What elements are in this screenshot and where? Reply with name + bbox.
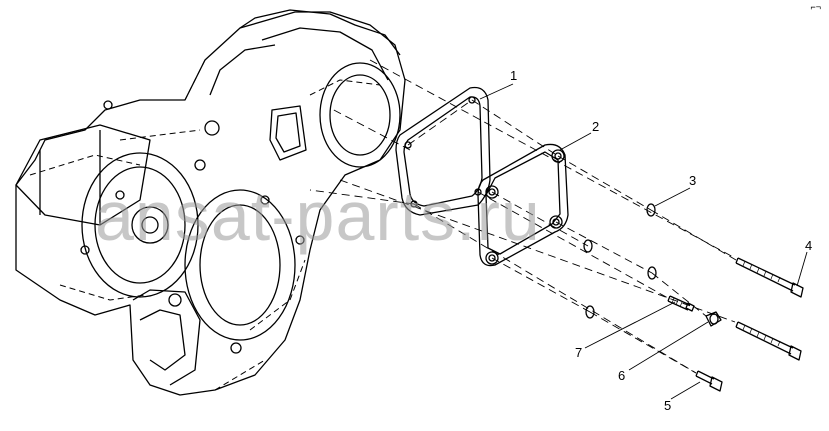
part-3-washers <box>583 203 657 319</box>
callout-labels: 1 2 3 4 5 6 7 <box>510 68 812 413</box>
callout-5: 5 <box>664 398 671 413</box>
part-4-bolts <box>735 257 804 361</box>
callout-6: 6 <box>618 368 625 383</box>
callout-2: 2 <box>592 119 599 134</box>
callout-1: 1 <box>510 68 517 83</box>
corner-mark: ⌐¬ <box>810 2 821 12</box>
leader-lines <box>479 83 808 400</box>
watermark-text: ansat-parts.ru <box>95 177 541 255</box>
housing <box>15 9 406 396</box>
part-2-cover <box>477 143 569 267</box>
callout-3: 3 <box>689 173 696 188</box>
callout-4: 4 <box>805 238 812 253</box>
part-7-stud <box>667 295 695 312</box>
callout-7: 7 <box>575 345 582 360</box>
assembly-lines <box>309 59 737 374</box>
part-5-bolt <box>695 370 723 392</box>
